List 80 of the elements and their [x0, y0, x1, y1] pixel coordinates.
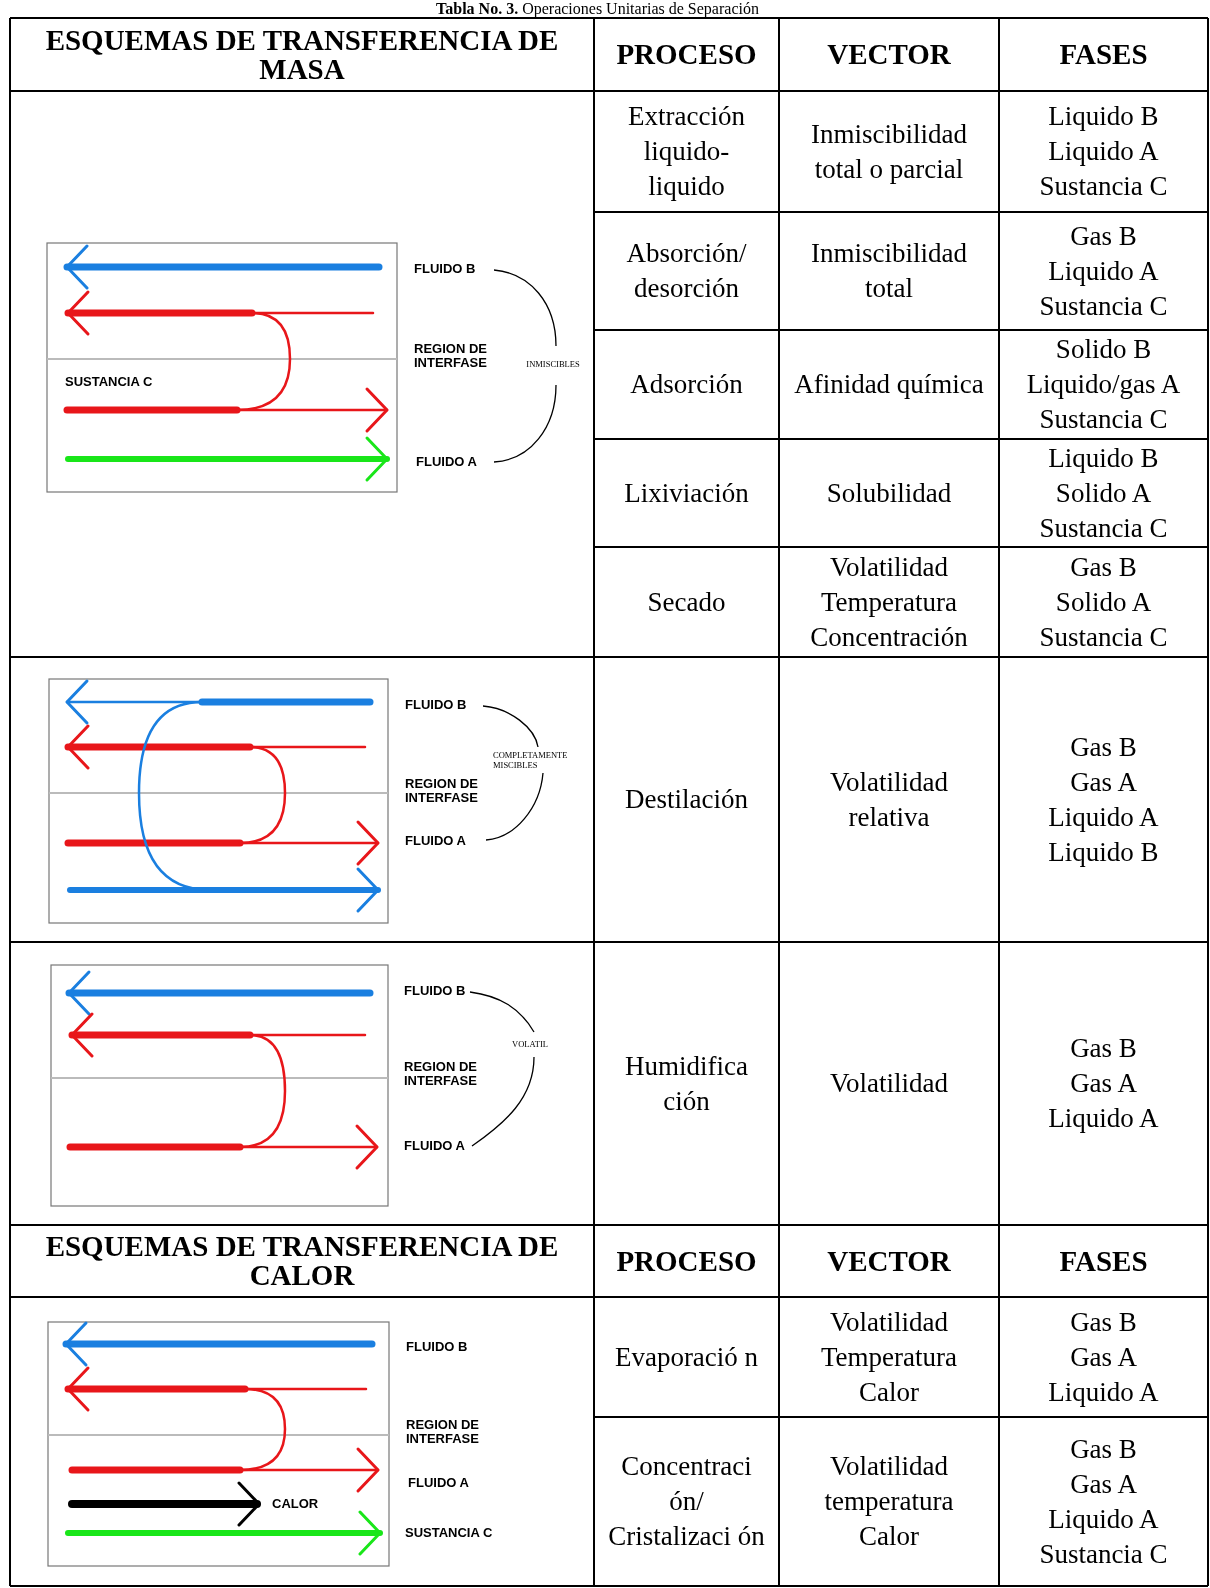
phase-name: Liquido B [1048, 441, 1159, 475]
phase-name: Liquido A [1048, 254, 1159, 288]
phase-name: Sustancia C [1039, 170, 1168, 203]
flow-label: FLUIDO A [408, 1476, 469, 1490]
region-label: REGION DE INTERFASE [405, 777, 479, 805]
column-header: VECTOR [827, 40, 951, 69]
flow-label: FLUIDO B [405, 698, 467, 712]
vector-text: Volatilidad [830, 1450, 948, 1483]
column-header: VECTOR [827, 1246, 951, 1276]
vector-text: Afinidad química [794, 368, 984, 401]
phase-name: Sustancia C [1039, 511, 1168, 545]
region-label: REGION DE INTERFASE [414, 342, 488, 370]
vector-text: Concentración [810, 620, 968, 654]
phase-name: Gas A [1070, 765, 1137, 799]
phase-name: Sustancia C [1039, 289, 1168, 323]
flow-label: FLUIDO A [416, 455, 477, 469]
vector-text: temperatura [824, 1485, 954, 1518]
flow-label: FLUIDO B [406, 1340, 468, 1354]
column-header: FASES [1059, 1246, 1148, 1276]
vector-text: Volatilidad [830, 550, 948, 584]
vector-text: Calor [859, 1520, 919, 1553]
flow-label: FLUIDO A [404, 1139, 465, 1153]
column-header: PROCESO [616, 1246, 757, 1276]
flow-label: SUSTANCIA C [65, 375, 153, 389]
vector-text: Inmiscibilidad total o parcial [810, 117, 968, 186]
section-header: ESQUEMAS DE TRANSFERENCIA DE CALOR [44, 1232, 560, 1290]
vector-text: Volatilidad relativa [829, 765, 949, 834]
phase-name: Gas B [1070, 730, 1137, 764]
process-name: Evaporació n [614, 1340, 759, 1374]
phase-name: Liquido/gas A [1026, 368, 1181, 401]
phase-name: Liquido A [1048, 800, 1159, 834]
phase-name: Liquido A [1048, 1375, 1159, 1409]
phase-name: Sustancia C [1039, 403, 1168, 436]
relation-label: COMPLETAMENTE MISCIBLES [493, 750, 569, 770]
phase-name: Liquido B [1048, 835, 1159, 869]
region-label: REGION DE INTERFASE [404, 1060, 478, 1088]
table-title: Tabla No. 3. Operaciones Unitarias de Separación [435, 0, 760, 17]
relation-label: INMISCIBLES [526, 359, 580, 369]
flow-label: SUSTANCIA C [405, 1526, 493, 1540]
phase-name: Gas A [1070, 1067, 1137, 1100]
phase-name: Solido B [1055, 333, 1152, 366]
vector-text: Inmiscibilidad total [810, 237, 968, 305]
vector-text: Calor [859, 1375, 919, 1409]
phase-name: Gas A [1070, 1467, 1137, 1501]
process-name: Lixiviación [624, 476, 749, 510]
process-name: Extracción liquido-liquido [627, 100, 746, 203]
process-name: Adsorción [630, 368, 743, 401]
relation-label: VOLATIL [512, 1039, 548, 1049]
vector-text: Volatilidad [830, 1067, 948, 1100]
phase-name: Sustancia C [1039, 1537, 1168, 1571]
flow-label: CALOR [272, 1497, 319, 1511]
vector-text: Solubilidad [826, 476, 952, 510]
process-name: Absorción/ desorción [625, 237, 748, 305]
section-header: ESQUEMAS DE TRANSFERENCIA DE MASA [44, 25, 560, 84]
column-header: FASES [1059, 40, 1148, 69]
column-header: PROCESO [616, 40, 757, 69]
phase-name: Gas B [1070, 550, 1137, 584]
flow-label: FLUIDO A [405, 834, 466, 848]
process-name: Secado [647, 585, 726, 619]
phase-name: Liquido A [1048, 1102, 1159, 1135]
phase-name: Gas A [1070, 1340, 1137, 1374]
vector-text: Temperatura [821, 585, 957, 619]
vector-text: Volatilidad [830, 1305, 948, 1339]
process-name: Destilación [625, 783, 748, 816]
phase-name: Gas B [1070, 1432, 1137, 1466]
phase-name: Liquido B [1048, 100, 1159, 133]
region-label: REGION DE INTERFASE [406, 1418, 480, 1446]
phase-name: Gas B [1070, 219, 1137, 253]
phase-name: Liquido A [1048, 1502, 1159, 1536]
flow-label: FLUIDO B [414, 262, 476, 276]
flow-label: FLUIDO B [404, 984, 466, 998]
phase-name: Solido A [1055, 476, 1152, 510]
process-name: Concentraci ón/ Cristalizaci ón [608, 1450, 765, 1553]
process-name: Humidifica ción [624, 1049, 749, 1118]
phase-name: Gas B [1070, 1032, 1137, 1065]
phase-name: Liquido A [1048, 135, 1159, 168]
phase-name: Solido A [1055, 585, 1152, 619]
phase-name: Gas B [1070, 1305, 1137, 1339]
phase-name: Sustancia C [1039, 620, 1168, 654]
vector-text: Temperatura [821, 1340, 957, 1374]
